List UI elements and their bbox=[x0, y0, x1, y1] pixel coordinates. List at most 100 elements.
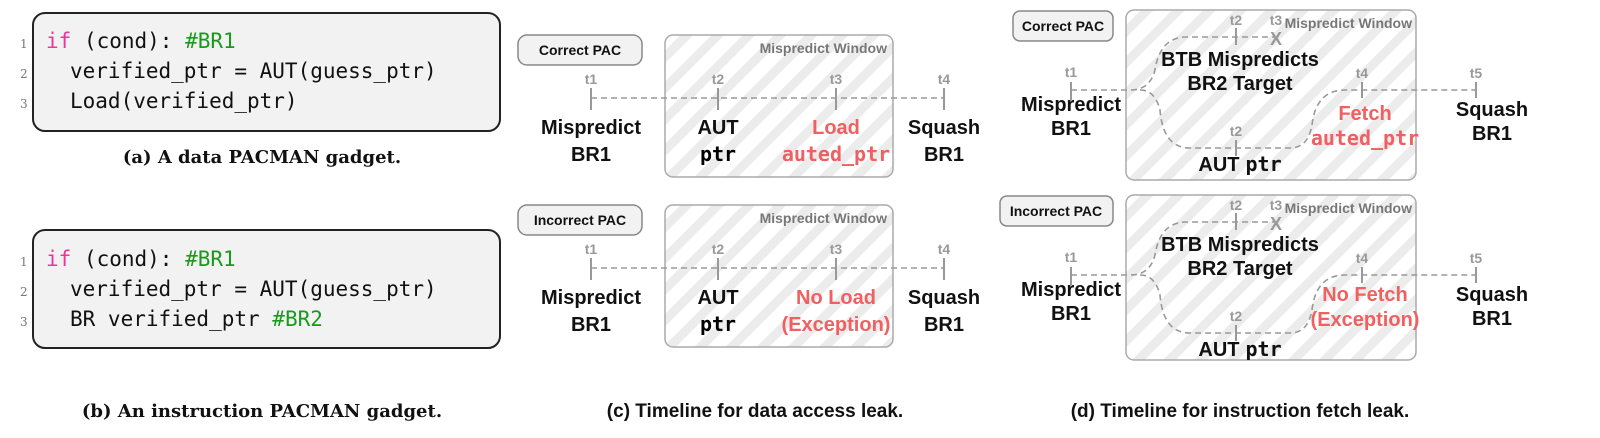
time-label: t3 bbox=[1270, 12, 1283, 28]
event-label: Squash bbox=[1456, 284, 1528, 306]
event-label: Squash bbox=[1456, 99, 1528, 121]
event-label: Mispredict bbox=[1021, 94, 1121, 116]
event-label: BR1 bbox=[924, 144, 964, 166]
panel-b: 1 2 3 if (cond): #BR1 verified_ptr = AUT… bbox=[20, 229, 501, 422]
time-label: t1 bbox=[585, 241, 598, 257]
time-label: t2 bbox=[1230, 308, 1243, 324]
event-label: Load bbox=[812, 117, 860, 139]
time-label: t2 bbox=[1230, 197, 1243, 213]
panel-a: 1 2 3 if (cond): #BR1 verified_ptr = AUT… bbox=[20, 12, 501, 168]
abort-x-icon: X bbox=[1270, 214, 1282, 234]
time-label: t5 bbox=[1470, 250, 1483, 266]
branch-btb bbox=[1071, 36, 1275, 91]
timeline-d-incorrect: Incorrect PAC Mispredict Window t1 t2 t3… bbox=[999, 194, 1528, 361]
time-label: t4 bbox=[1356, 65, 1369, 81]
event-label: auted_ptr bbox=[1311, 126, 1419, 150]
event-label: Squash bbox=[908, 287, 980, 309]
time-label: t3 bbox=[1270, 197, 1283, 213]
event-label: Mispredict bbox=[541, 287, 641, 309]
event-label: BR1 bbox=[571, 144, 611, 166]
event-label: Mispredict bbox=[541, 117, 641, 139]
event-label: BR1 bbox=[1051, 303, 1091, 325]
time-label: t4 bbox=[938, 71, 951, 87]
event-label: AUT bbox=[697, 287, 738, 309]
line-number: 3 bbox=[20, 97, 28, 111]
window-label: Mispredict Window bbox=[760, 40, 888, 56]
line-number: 1 bbox=[20, 255, 28, 269]
time-label: t3 bbox=[830, 71, 843, 87]
time-label: t4 bbox=[938, 241, 951, 257]
code-line: BR verified_ptr #BR2 bbox=[70, 307, 323, 331]
mispredict-window bbox=[1125, 9, 1417, 181]
event-label: auted_ptr bbox=[782, 142, 890, 166]
time-label: t2 bbox=[712, 241, 725, 257]
caption: (b) An instruction PACMAN gadget. bbox=[82, 401, 442, 422]
pac-tag-label: Incorrect PAC bbox=[1010, 203, 1102, 219]
pac-tag bbox=[517, 204, 643, 236]
code-box bbox=[32, 12, 501, 132]
line-number: 3 bbox=[20, 315, 28, 329]
event-label: BR1 bbox=[924, 314, 964, 336]
code-line: verified_ptr = AUT(guess_ptr) bbox=[70, 277, 437, 301]
branch-btb bbox=[1071, 221, 1275, 276]
event-label: BTB Mispredicts bbox=[1161, 49, 1319, 71]
event-label: BR2 Target bbox=[1187, 73, 1293, 95]
code-line: verified_ptr = AUT(guess_ptr) bbox=[70, 59, 437, 83]
line-number: 1 bbox=[20, 37, 28, 51]
timeline-c-correct: Correct PAC Mispredict Window t1 t2 t3 t… bbox=[517, 34, 980, 178]
event-label: (Exception) bbox=[1311, 309, 1420, 331]
abort-x-icon: X bbox=[1270, 29, 1282, 49]
event-label: BR1 bbox=[1472, 123, 1512, 145]
event-label: Fetch bbox=[1338, 103, 1391, 125]
event-label: BTB Mispredicts bbox=[1161, 234, 1319, 256]
window-label: Mispredict Window bbox=[1285, 15, 1413, 31]
timeline-d-correct: Correct PAC Mispredict Window t1 t2 t3 t… bbox=[1012, 9, 1528, 181]
mispredict-window bbox=[664, 204, 894, 348]
code-line: if (cond): #BR1 bbox=[46, 29, 236, 53]
code-line: if (cond): #BR1 bbox=[46, 247, 236, 271]
event-label: ptr bbox=[700, 312, 736, 336]
event-label: AUT bbox=[697, 117, 738, 139]
caption: (d) Timeline for instruction fetch leak. bbox=[1071, 401, 1410, 422]
time-label: t2 bbox=[1230, 12, 1243, 28]
event-label: No Fetch bbox=[1322, 284, 1408, 306]
pac-tag bbox=[1012, 10, 1114, 42]
event-label: No Load bbox=[796, 287, 876, 309]
time-label: t2 bbox=[1230, 123, 1243, 139]
event-label: (Exception) bbox=[782, 314, 891, 336]
pac-tag bbox=[517, 34, 643, 66]
time-label: t3 bbox=[830, 241, 843, 257]
timeline-c-incorrect: Incorrect PAC Mispredict Window t1 t2 t3… bbox=[517, 204, 980, 348]
branch-aut bbox=[1139, 89, 1476, 149]
window-label: Mispredict Window bbox=[1285, 200, 1413, 216]
event-label: BR1 bbox=[571, 314, 611, 336]
code-box bbox=[32, 229, 501, 349]
mispredict-window bbox=[664, 34, 894, 178]
pac-tag-label: Correct PAC bbox=[539, 42, 621, 58]
event-label: Squash bbox=[908, 117, 980, 139]
caption: (a) A data PACMAN gadget. bbox=[123, 147, 401, 168]
line-number: 2 bbox=[20, 67, 28, 81]
event-label: BR1 bbox=[1472, 308, 1512, 330]
time-label: t1 bbox=[1065, 249, 1078, 265]
event-label: ptr bbox=[700, 142, 736, 166]
event-label: BR1 bbox=[1051, 118, 1091, 140]
line-number: 2 bbox=[20, 285, 28, 299]
time-label: t1 bbox=[585, 71, 598, 87]
event-label: BR2 Target bbox=[1187, 258, 1293, 280]
pac-tag-label: Incorrect PAC bbox=[534, 212, 626, 228]
time-label: t4 bbox=[1356, 250, 1369, 266]
event-label: Mispredict bbox=[1021, 279, 1121, 301]
time-label: t1 bbox=[1065, 64, 1078, 80]
pac-tag-label: Correct PAC bbox=[1022, 18, 1104, 34]
time-label: t2 bbox=[712, 71, 725, 87]
pac-tag bbox=[999, 195, 1114, 227]
caption: (c) Timeline for data access leak. bbox=[607, 401, 903, 422]
window-label: Mispredict Window bbox=[760, 210, 888, 226]
branch-aut bbox=[1139, 274, 1476, 334]
time-label: t5 bbox=[1470, 65, 1483, 81]
code-line: Load(verified_ptr) bbox=[70, 89, 298, 113]
